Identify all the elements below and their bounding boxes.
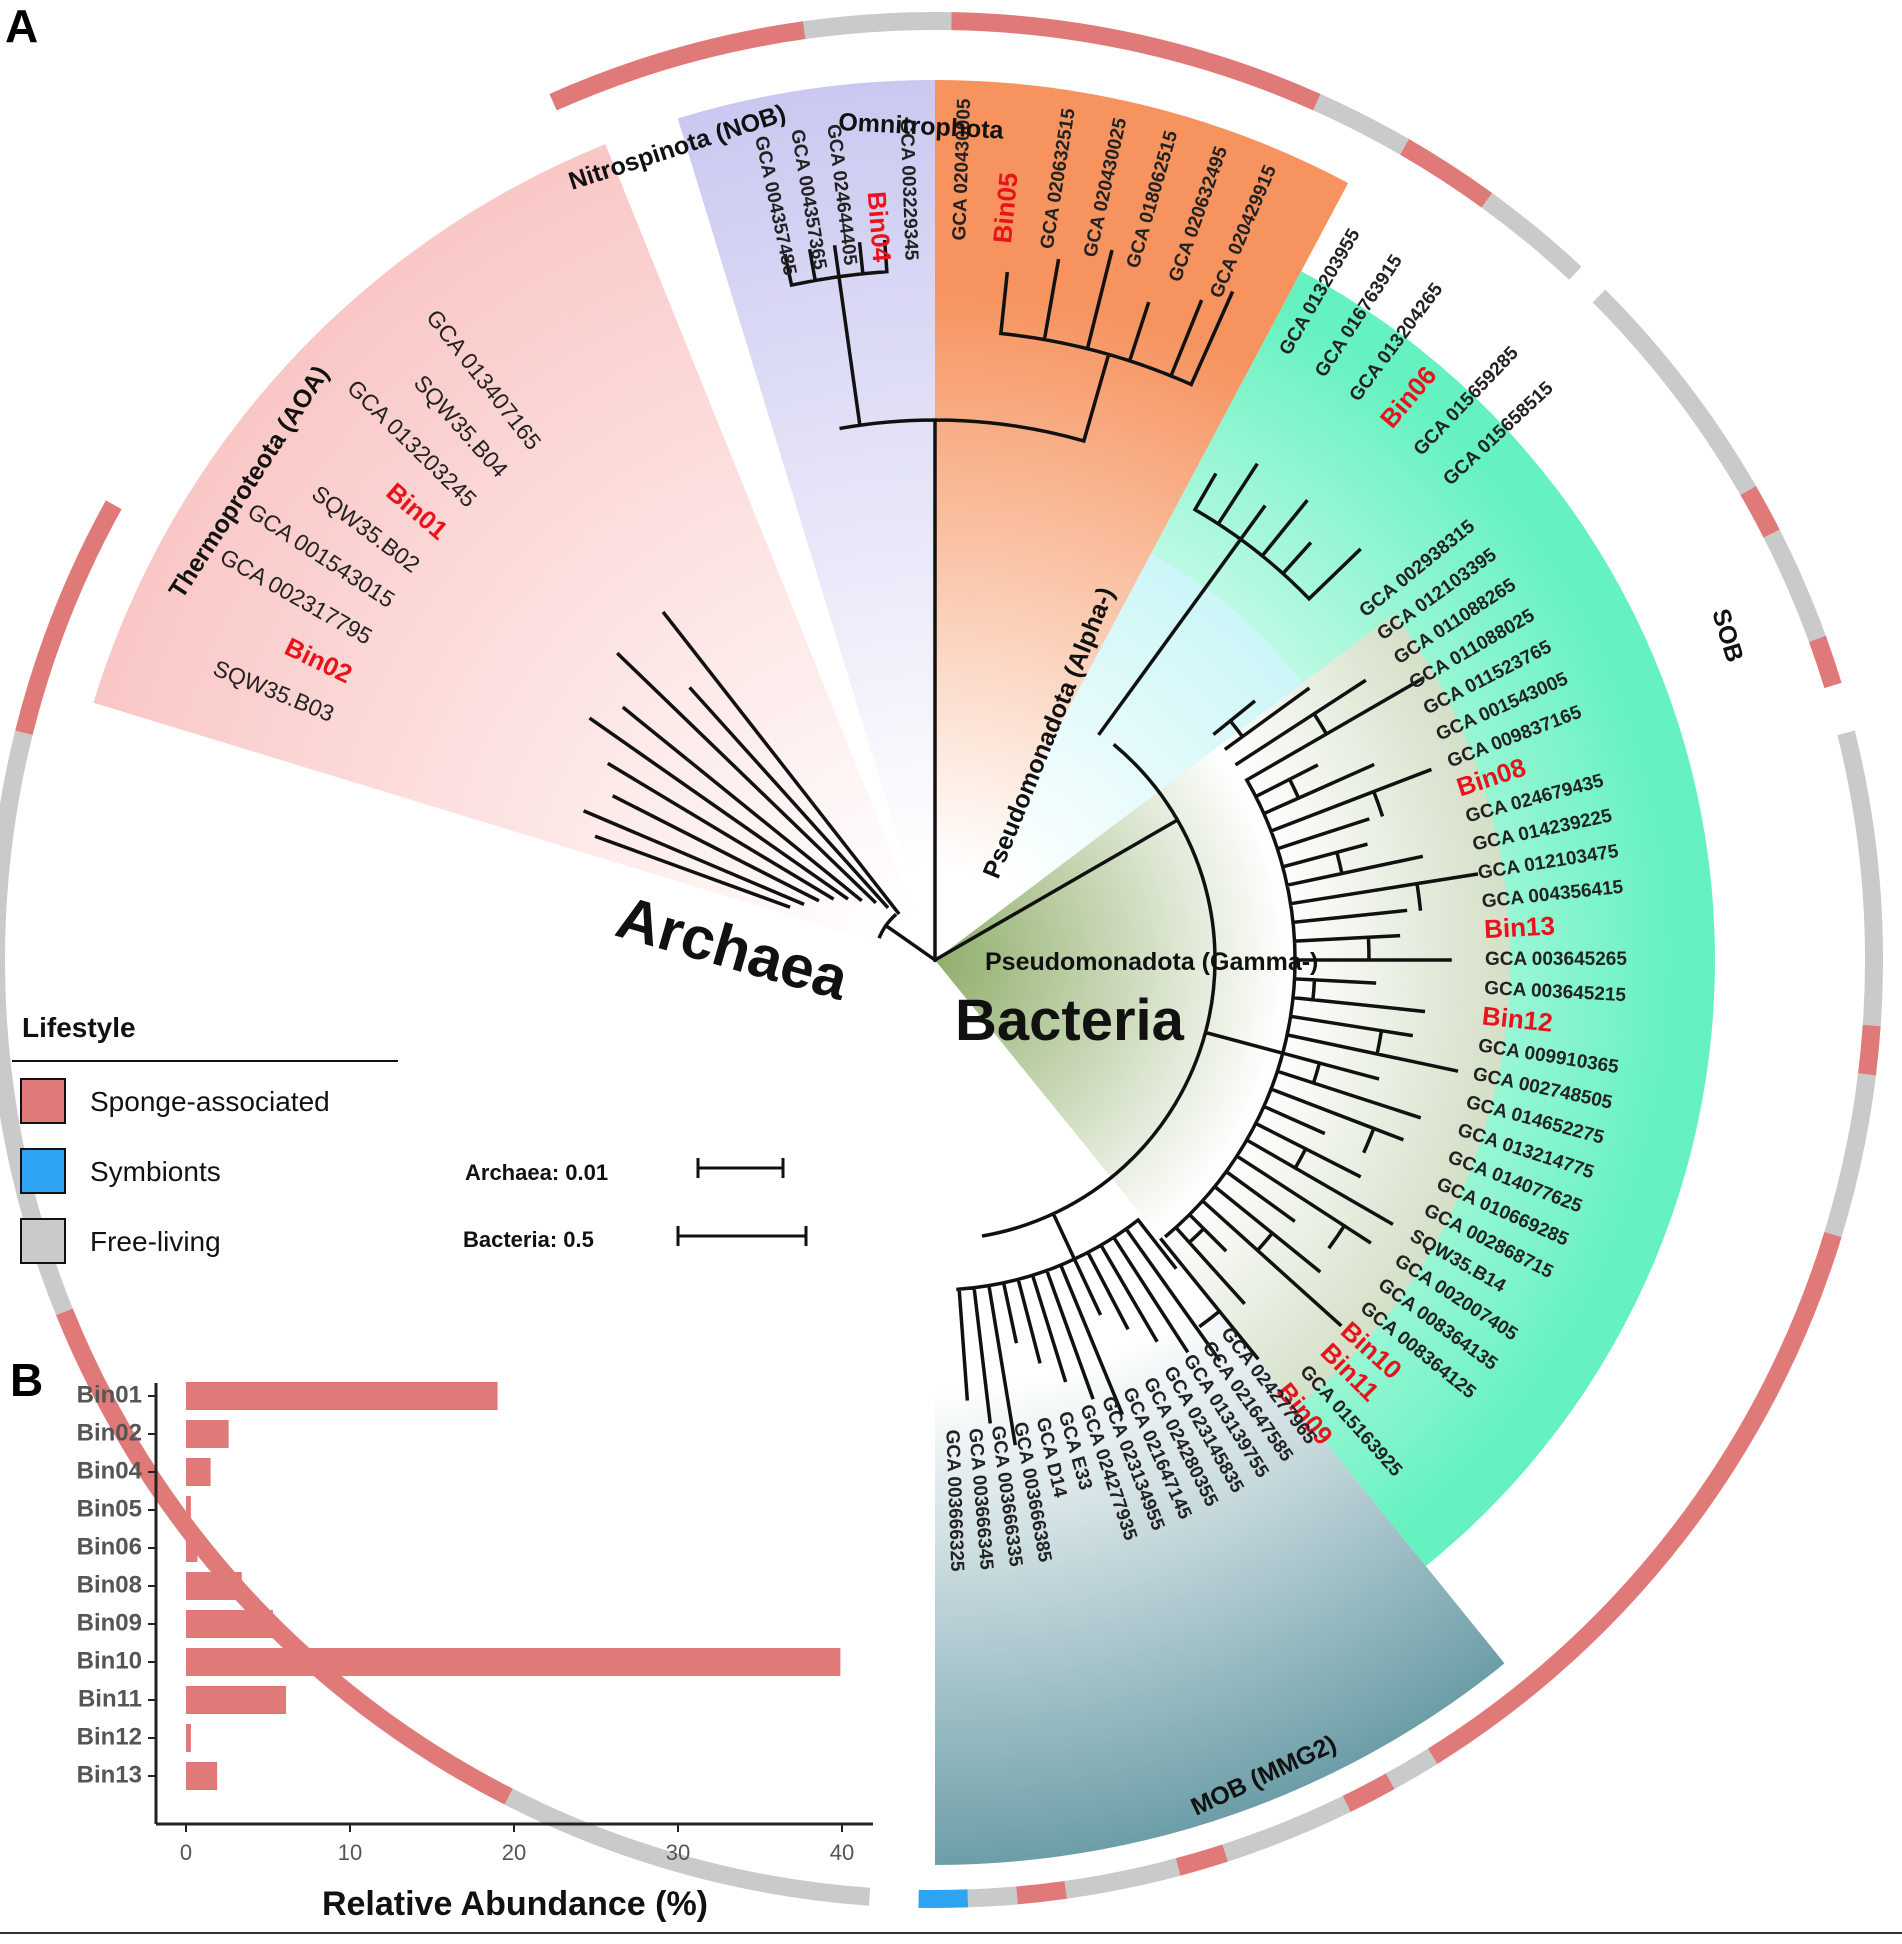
leaf-label: GCA 003666325	[941, 1429, 967, 1572]
lifestyle-ring	[0, 11, 1883, 1908]
ring-segment-free	[1824, 1073, 1876, 1238]
ring-segment-sponge	[1740, 486, 1780, 538]
scale-bar-archaea: Archaea: 0.01	[465, 1158, 785, 1185]
legend-item-symbionts: Symbionts	[20, 1148, 221, 1194]
y-tick-label: Bin08	[77, 1571, 142, 1598]
bar-bin06	[186, 1534, 198, 1562]
panel-label-a: A	[5, 0, 38, 52]
ring-segment-free	[0, 730, 73, 1316]
leaf-label-bin: Bin04	[862, 190, 898, 263]
leaf-label: GCA 003229345	[896, 118, 922, 261]
sector-omnitrophota	[935, 80, 1349, 960]
ring-segment-sponge	[549, 21, 806, 111]
legend-item-free-living: Free-living	[20, 1218, 221, 1264]
x-tick-label: 20	[502, 1840, 526, 1865]
scale-bar-line	[696, 1158, 785, 1178]
ring-segment-sponge	[1342, 1773, 1395, 1813]
scale-bar-label: Bacteria: 0.5	[463, 1227, 594, 1252]
ring-segment-symbiont	[918, 1889, 969, 1908]
domain-label-bacteria: Bacteria	[955, 988, 1185, 1053]
leaf-label-bin: Bin12	[1481, 1000, 1555, 1037]
sector-alpha	[935, 553, 1303, 960]
ring-segment-free	[1837, 730, 1883, 1027]
legend-swatch	[20, 1148, 66, 1194]
leaf-label: GCA 020430005	[949, 98, 975, 241]
y-tick-label: Bin01	[77, 1381, 142, 1408]
x-axis-title: Relative Abundance (%)	[322, 1885, 708, 1923]
bar-bin02	[186, 1420, 229, 1448]
abundance-bar-chart: Bin01Bin02Bin04Bin05Bin06Bin08Bin09Bin10…	[77, 1381, 873, 1923]
y-tick-label: Bin05	[77, 1495, 142, 1522]
ring-segment-free	[504, 1788, 871, 1906]
ring-segment-sponge	[15, 500, 122, 736]
y-tick-label: Bin13	[77, 1761, 142, 1788]
legend-label: Sponge-associated	[90, 1086, 330, 1117]
phylogenetic-tree	[582, 239, 1479, 1446]
ring-segment-sponge	[1175, 1844, 1228, 1876]
tree-branches	[582, 239, 1479, 1446]
bar-bin04	[186, 1458, 211, 1486]
ring-segment-free	[1592, 289, 1756, 495]
x-tick-label: 10	[338, 1840, 362, 1865]
bar-bin11	[186, 1686, 287, 1714]
panel-label-b: B	[10, 1354, 43, 1406]
leaf-label-bin: Bin05	[987, 171, 1024, 244]
legend-title: Lifestyle	[22, 1012, 136, 1043]
x-tick-label: 0	[180, 1840, 192, 1865]
y-tick-label: Bin09	[77, 1609, 142, 1636]
ring-segment-sponge	[1400, 139, 1493, 208]
x-tick-label: 40	[830, 1840, 854, 1865]
legend-item-sponge: Sponge-associated	[20, 1078, 330, 1124]
bar-bin12	[186, 1724, 191, 1752]
bars	[186, 1382, 841, 1790]
ring-segment-free	[1763, 529, 1826, 642]
sector-nob	[677, 80, 935, 960]
legend-label: Symbionts	[90, 1156, 221, 1187]
legend-label: Free-living	[90, 1226, 221, 1257]
legend-swatch	[20, 1218, 66, 1264]
ring-segment-sponge	[1808, 635, 1842, 689]
clade-sectors	[93, 80, 1715, 1865]
y-tick-label: Bin12	[77, 1723, 142, 1750]
y-tick-label: Bin04	[77, 1457, 143, 1484]
ring-segment-sponge	[1858, 1024, 1881, 1076]
bar-bin10	[186, 1648, 841, 1676]
ring-segment-free	[967, 1886, 1018, 1908]
scale-bar-line	[676, 1226, 808, 1246]
clade-label-gamma: Pseudomonadota (Gamma-)	[985, 948, 1318, 976]
y-tick-labels: Bin01Bin02Bin04Bin05Bin06Bin08Bin09Bin10…	[77, 1381, 156, 1788]
scale-bar-bacteria: Bacteria: 0.5	[463, 1226, 808, 1252]
ring-segment-sponge	[951, 12, 1321, 111]
ring-segment-free	[1481, 193, 1582, 280]
sector-mob	[935, 960, 1505, 1865]
x-ticks: 0 10 20 30 40	[180, 1824, 854, 1865]
y-tick-label: Bin06	[77, 1533, 142, 1560]
bar-bin01	[186, 1382, 498, 1410]
y-tick-label: Bin10	[77, 1647, 142, 1674]
y-tick-label: Bin11	[78, 1685, 142, 1712]
leaf-label: GCA 003645265	[1485, 949, 1627, 970]
x-tick-label: 30	[666, 1840, 690, 1865]
ring-segment-free	[1222, 1795, 1351, 1862]
leaf-label-bin: Bin13	[1483, 910, 1555, 944]
ring-segment-free	[1064, 1858, 1181, 1899]
ring-segment-free	[1385, 1748, 1438, 1790]
bar-bin08	[186, 1572, 242, 1600]
scale-bar-label: Archaea: 0.01	[465, 1160, 608, 1185]
bar-bin05	[186, 1496, 191, 1524]
legend-swatch	[20, 1078, 66, 1124]
ring-segment-free	[803, 11, 952, 40]
lifestyle-legend: Lifestyle Sponge-associated Symbionts Fr…	[12, 1012, 398, 1264]
bar-bin09	[186, 1610, 273, 1638]
clade-label-sob: SOB	[1706, 606, 1749, 666]
bar-bin13	[186, 1762, 218, 1790]
ring-segment-sponge	[1016, 1880, 1067, 1905]
ring-segment-free	[1313, 93, 1409, 155]
y-tick-label: Bin02	[77, 1419, 142, 1446]
